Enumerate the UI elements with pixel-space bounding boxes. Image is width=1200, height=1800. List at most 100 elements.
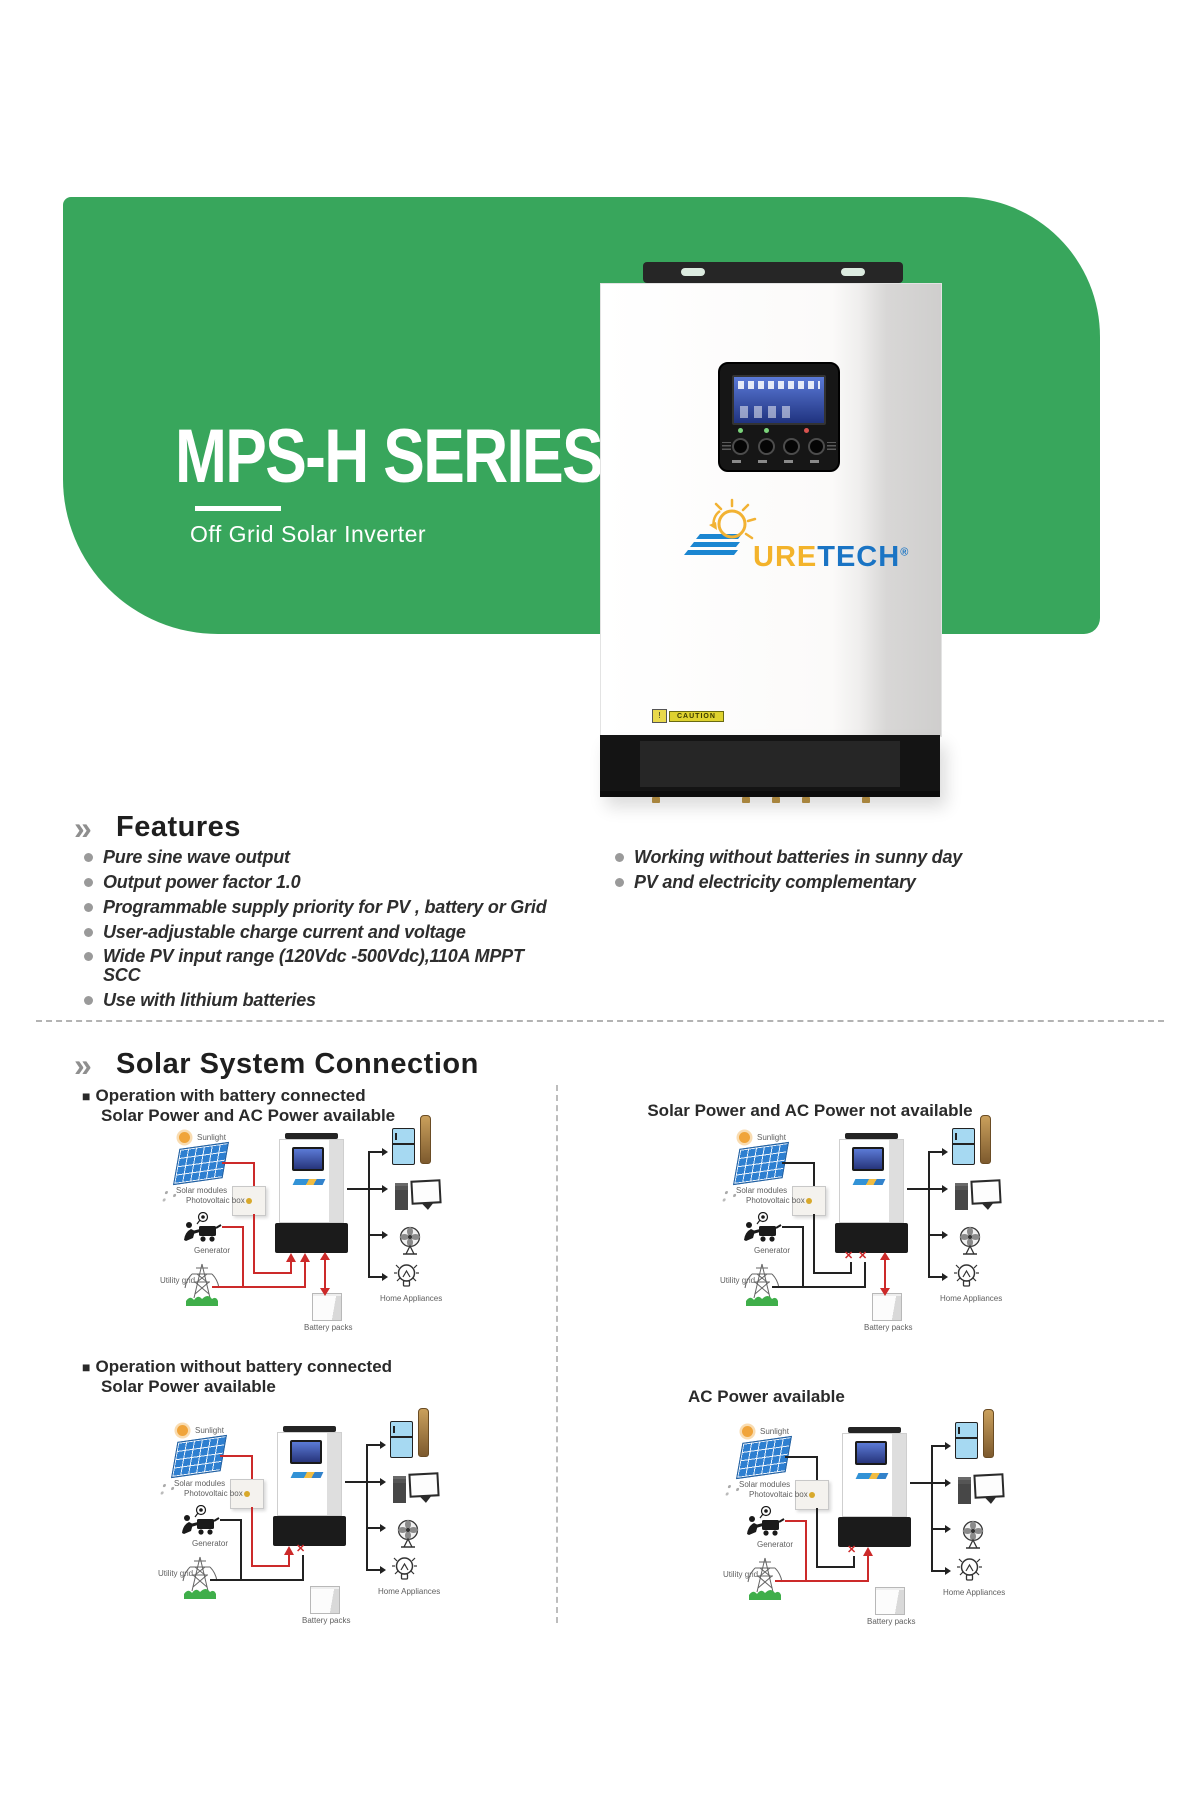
features-list-right: Working without batteries in sunny day P… [615,848,1075,898]
vertical-dashed-divider [556,1085,558,1623]
inverter-icon [275,1133,348,1253]
brand-name: URETECH® [753,541,909,574]
home-appliances-label: Home Appliances [378,1587,441,1596]
pv-disconnected-icon: ✕ [847,1544,857,1556]
features-heading: Features [116,811,241,843]
utility-grid-label: Utility grid [160,1276,196,1285]
computer-icon [955,1179,1002,1211]
home-appliances-label: Home Appliances [943,1588,1006,1597]
horizontal-dashed-divider [36,1020,1164,1022]
solar-panel-icon [736,1435,792,1480]
utility-grid-icon [182,1556,218,1599]
utility-grid-label: Utility grid [158,1569,194,1578]
diagram-solar-ac-not-available: Sunlight Solar modules Photovoltaic box … [712,1112,1012,1342]
pv-disconnected-icon: ✕ [844,1250,854,1262]
sun-icon [177,1425,188,1436]
ac-input-arrow-icon [300,1253,310,1262]
inverter-icon [835,1133,908,1253]
chevron-icon: » [74,1047,92,1083]
panel-button [732,438,749,455]
battery-packs-label: Battery packs [304,1323,353,1332]
generator-icon [182,1505,220,1535]
chevron-icon: » [74,810,92,846]
bullet-icon [84,853,93,862]
home-appliances-label: Home Appliances [940,1294,1003,1303]
feature-item: Programmable supply priority for PV , ba… [84,896,564,917]
panel-button [758,438,775,455]
generator-label: Generator [754,1246,791,1255]
quadrant4-title: AC Power available [688,1387,845,1406]
bullet-icon [84,902,93,912]
generator-label: Generator [194,1246,231,1255]
water-heater-icon [418,1408,429,1457]
brand-sun-panel-icon [684,498,757,555]
solar-modules-label: Solar modules [174,1479,226,1488]
water-heater-icon [983,1409,994,1458]
battery-packs-label: Battery packs [864,1323,913,1332]
solar-panel-icon [173,1141,229,1186]
photovoltaic-box-label: Photovoltaic box [184,1489,243,1498]
feature-text: Working without batteries in sunny day [634,847,963,867]
brand-name-left: URE [753,541,818,573]
feature-text: Pure sine wave output [103,847,290,867]
bullet-icon [615,877,624,887]
quadrant3-line1: Operation without battery connected [95,1357,393,1376]
bullet-icon [615,853,624,862]
inverter-control-panel [718,362,840,472]
fan-icon [959,1226,981,1255]
sun-icon [739,1132,750,1143]
status-led-icon [738,428,743,433]
computer-icon [393,1472,440,1504]
series-title: MPS-H SERIES [175,414,604,499]
sunlight-label: Sunlight [195,1426,224,1435]
feature-text: User-adjustable charge current and volta… [103,921,466,942]
solar-modules-label: Solar modules [739,1480,791,1489]
home-appliances-label: Home Appliances [380,1294,443,1303]
quadrant1-line1: Operation with battery connected [95,1086,366,1105]
panel-button [808,438,825,455]
bullet-icon [84,927,93,937]
sunlight-label: Sunlight [760,1427,789,1436]
title-underline [195,506,281,511]
ac-disconnected-icon: ✕ [296,1543,306,1555]
inverter-mount-bracket [643,262,903,283]
battery-icon [312,1293,342,1321]
bullet-icon [84,877,93,887]
photovoltaic-box-label: Photovoltaic box [186,1196,245,1205]
light-bulb-icon [957,1558,982,1581]
utility-grid-icon [744,1263,780,1306]
quadrant1-title: ■Operation with battery connected Solar … [82,1086,395,1127]
square-marker-icon: ■ [82,1088,91,1104]
fridge-icon [955,1422,978,1459]
hero-banner: MPS-H SERIES Off Grid Solar Inverter [63,197,1100,634]
inverter-icon [273,1426,346,1546]
inverter-base [600,735,940,797]
quadrant1-line2: Solar Power and AC Power available [101,1106,396,1126]
feature-text: Programmable supply priority for PV , ba… [103,896,547,917]
sun-icon [742,1426,753,1437]
water-heater-icon [420,1115,431,1164]
warning-triangle-icon: ! [652,709,667,723]
fault-led-icon [804,428,809,433]
registered-mark: ® [900,546,910,559]
sunlight-label: Sunlight [197,1133,226,1142]
light-bulb-icon [392,1557,417,1580]
feature-item: Working without batteries in sunny day [615,848,1075,866]
battery-icon [310,1586,340,1614]
panel-vent-icon [722,442,731,450]
battery-link-arrow-icon [320,1252,330,1296]
solar-panel-icon [171,1434,227,1479]
photovoltaic-box-icon [795,1480,829,1510]
panel-button [783,438,800,455]
feature-item: User-adjustable charge current and volta… [84,921,564,942]
connection-heading: Solar System Connection [116,1048,479,1080]
solar-modules-label: Solar modules [736,1186,788,1195]
feature-item: Use with lithium batteries [84,990,564,1009]
battery-icon [872,1293,902,1321]
fan-icon [399,1226,421,1255]
diagram-no-battery-solar-available: Sunlight Solar modules Photovoltaic box … [150,1405,450,1635]
solar-modules-label: Solar modules [176,1186,228,1195]
button-labels [732,460,828,463]
brand-name-right: TECH [817,541,901,573]
caution-label: ! CAUTION [652,709,724,723]
